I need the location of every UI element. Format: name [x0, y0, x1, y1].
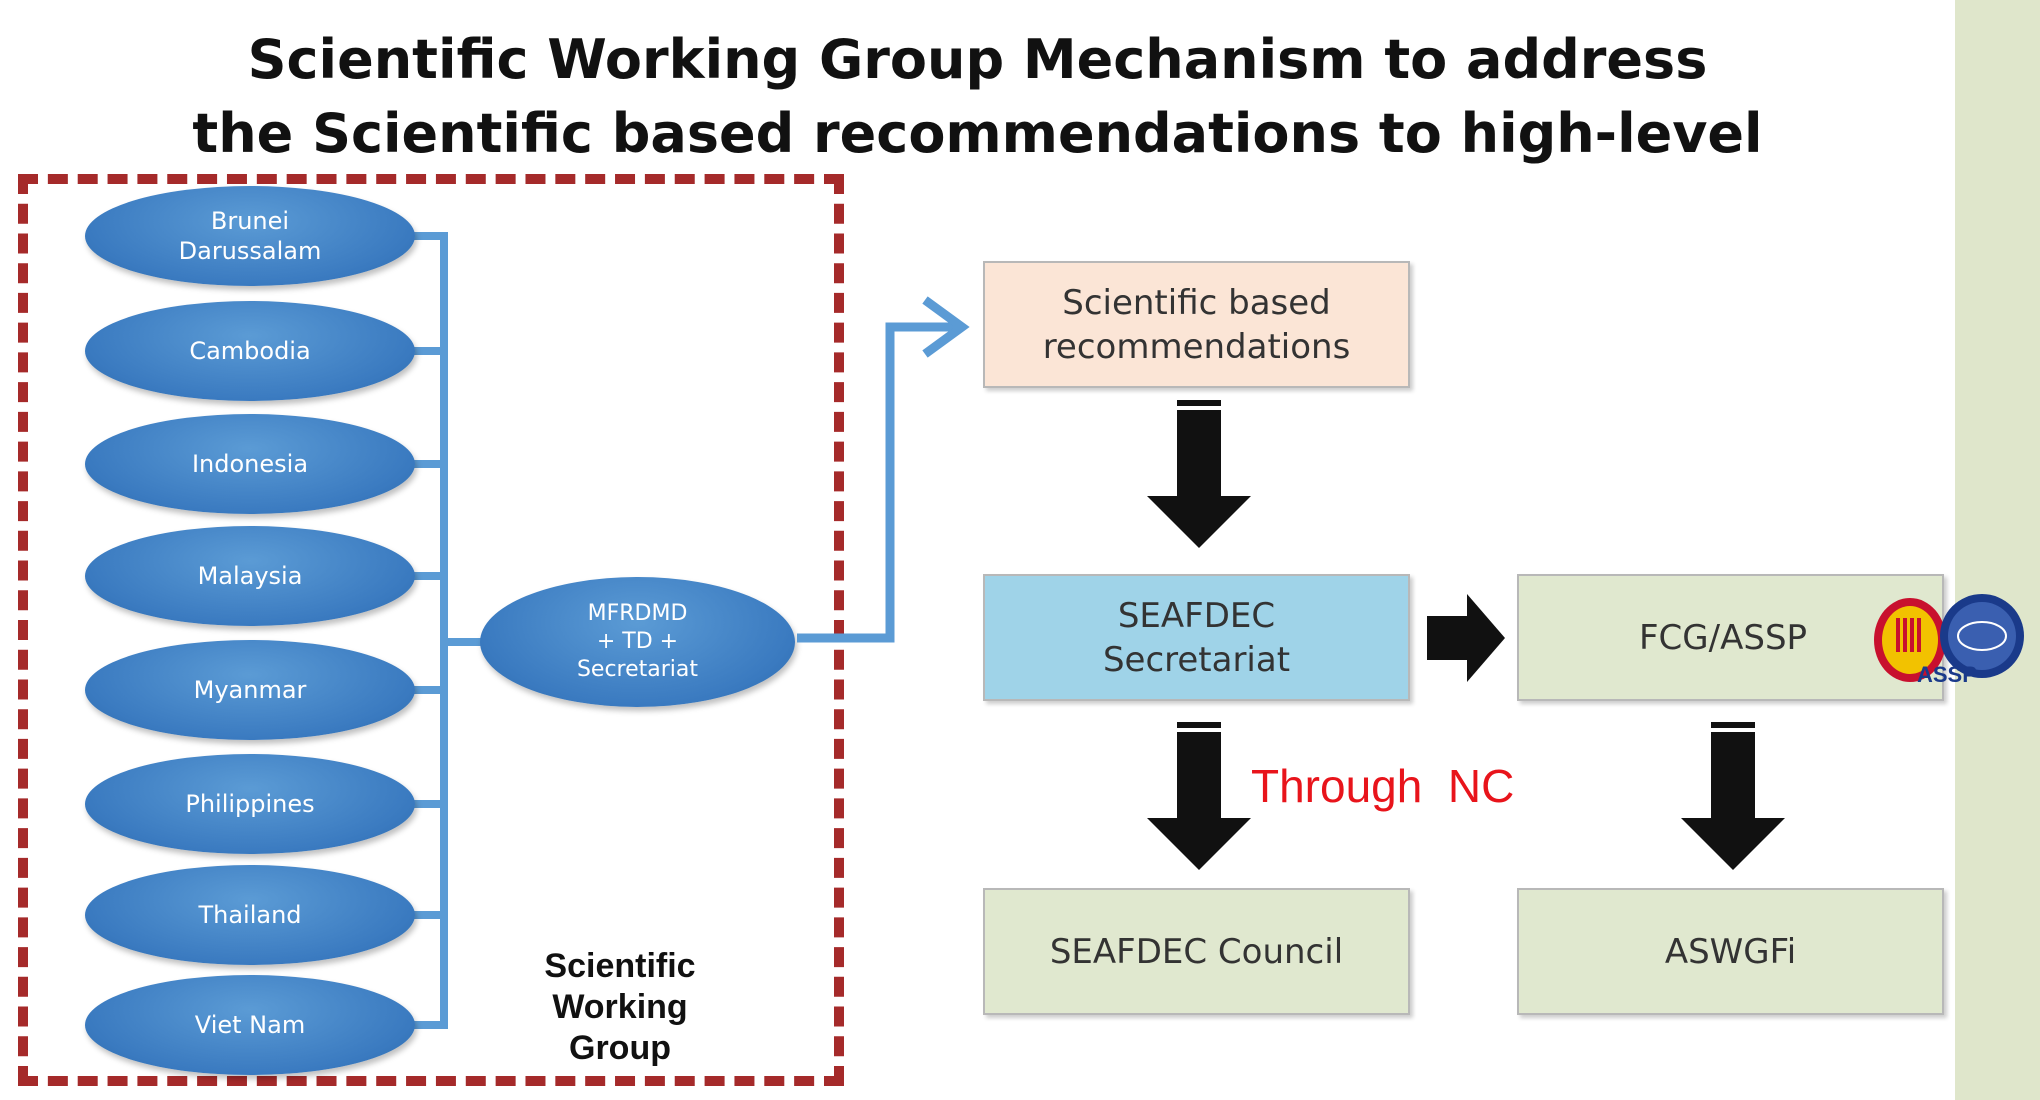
connector-stub — [405, 232, 448, 240]
side-margin — [1955, 0, 2040, 1100]
hub-label-line: + TD + — [596, 629, 679, 654]
connector-stub — [405, 347, 448, 355]
country-node-myanmar: Myanmar — [85, 640, 415, 740]
country-label: Myanmar — [193, 676, 307, 704]
group-label-line: Working — [552, 988, 688, 1026]
connector-stub — [405, 911, 448, 919]
arrow-layer — [797, 296, 1785, 870]
box-label-line: FCG/ASSP — [1639, 617, 1808, 658]
connector-stub — [405, 572, 448, 580]
connector-stub — [405, 460, 448, 468]
flow-connector-arrow — [797, 322, 955, 643]
hub-label-line: Secretariat — [576, 657, 699, 682]
country-label: Darussalam — [178, 237, 322, 265]
country-node-brunei: Brunei Darussalam — [85, 186, 415, 286]
connector-stub — [405, 800, 448, 808]
country-label: Viet Nam — [194, 1011, 306, 1039]
group-label-line: Group — [569, 1029, 671, 1067]
box-aswgfi: ASWGFi — [1517, 888, 1944, 1015]
country-label: Philippines — [185, 790, 315, 818]
box-scientific-recommendations: Scientific based recommendations — [983, 261, 1410, 388]
box-seafdec-secretariat: SEAFDEC Secretariat — [983, 574, 1410, 701]
through-nc-annotation: Through NC — [1251, 760, 1515, 812]
box-label-line: recommendations — [1042, 326, 1351, 367]
country-node-cambodia: Cambodia — [85, 301, 415, 401]
country-label: Brunei — [210, 207, 290, 235]
country-node-vietnam: Viet Nam — [85, 975, 415, 1075]
connector-to-hub — [440, 638, 485, 646]
country-label: Thailand — [198, 901, 302, 929]
right-arrow-secretariat-to-fcg — [1427, 594, 1505, 682]
connector-spine — [440, 236, 448, 1025]
assp-logo-icon — [1874, 594, 2024, 682]
title-line-1: Scientific Working Group Mechanism to ad… — [247, 28, 1708, 91]
connector-stub — [405, 1021, 448, 1029]
down-arrow-secretariat-to-council — [1147, 722, 1251, 870]
country-node-indonesia: Indonesia — [85, 414, 415, 514]
down-arrow-fcg-to-aswgfi — [1681, 722, 1785, 870]
box-label-line: SEAFDEC — [1117, 595, 1276, 636]
box-fcg-assp: FCG/ASSP — [1517, 574, 1944, 701]
scientific-working-group-frame — [18, 174, 844, 1086]
hub-node-mfrdmd: MFRDMD + TD + Secretariat — [480, 577, 795, 707]
box-label-line: ASWGFi — [1664, 931, 1797, 972]
title-line-2: the Scientific based recommendations to … — [192, 102, 1763, 165]
scientific-working-group-label: Scientific Working Group — [505, 946, 735, 1069]
box-label-line: SEAFDEC Council — [1049, 931, 1344, 972]
box-label-line: Secretariat — [1102, 639, 1291, 680]
group-label-line: Scientific — [544, 947, 696, 985]
country-node-thailand: Thailand — [85, 865, 415, 965]
box-seafdec-council: SEAFDEC Council — [983, 888, 1410, 1015]
connector-stub — [405, 686, 448, 694]
country-label: Cambodia — [189, 337, 311, 365]
country-node-philippines: Philippines — [85, 754, 415, 854]
hub-label-line: MFRDMD — [587, 601, 688, 626]
assp-logo-text: ASSP — [1917, 662, 1977, 687]
country-label: Malaysia — [197, 562, 303, 590]
country-node-malaysia: Malaysia — [85, 526, 415, 626]
flow-connector-arrowhead — [922, 296, 970, 358]
down-arrow-recommend-to-secretariat — [1147, 400, 1251, 548]
country-label: Indonesia — [191, 450, 309, 478]
slide-canvas: Scientific Working Group Mechanism to ad… — [0, 0, 1955, 1100]
box-label-line: Scientific based — [1062, 282, 1331, 323]
